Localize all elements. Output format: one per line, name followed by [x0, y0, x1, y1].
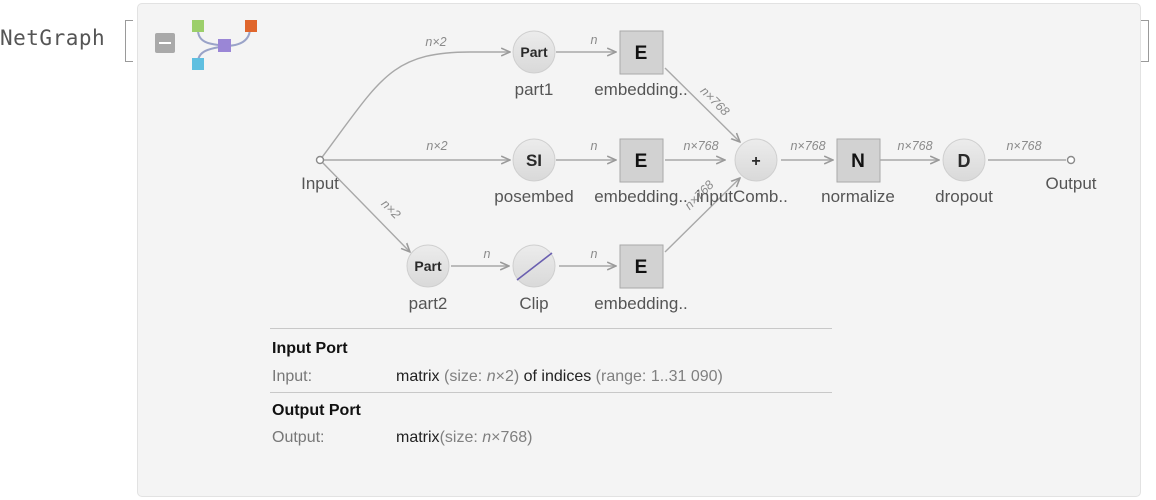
netgraph-diagram: n×2 n×2 n×2 n n n n n×768 n×768 n×768 n×… — [301, 30, 1097, 313]
edge-input-part2 — [321, 161, 410, 252]
clip-ramp-icon — [516, 252, 553, 281]
edge-label-dropout-output: n×768 — [1006, 139, 1041, 153]
node-normalize-label: normalize — [821, 187, 895, 206]
minus-square-icon[interactable] — [155, 33, 175, 53]
thumbnail-input-a-square — [192, 20, 204, 32]
thumbnail-hub-square — [218, 39, 231, 52]
output-port-size: (size: n×768) — [439, 429, 533, 446]
node-part1[interactable] — [512, 30, 556, 74]
node-part2[interactable] — [406, 244, 450, 288]
edge-label-normalize-dropout: n×768 — [897, 139, 932, 153]
input-port-size: (size: n×2) — [444, 368, 520, 385]
node-emb2[interactable] — [619, 138, 664, 183]
input-port-type: matrix — [396, 368, 440, 385]
edge-emb3-combine — [664, 178, 740, 253]
edge-label-posembed-emb2: n — [591, 139, 598, 153]
node-emb1[interactable] — [619, 30, 664, 75]
node-part1-label: part1 — [515, 80, 554, 99]
node-emb3-symbol: E — [635, 257, 648, 278]
node-combine-symbol: + — [751, 153, 760, 170]
input-port-title: Input Port — [272, 340, 348, 357]
open-bracket — [125, 20, 133, 62]
node-emb3[interactable] — [619, 244, 664, 289]
graph-thumbnail-icon[interactable] — [188, 18, 268, 74]
input-label: Input — [301, 174, 339, 193]
node-emb3-label: embedding.. — [594, 294, 688, 313]
edge-label-in-part1: n×2 — [425, 35, 446, 49]
edge-label-in-part2: n×2 — [378, 197, 403, 222]
node-emb2-symbol: E — [635, 151, 648, 172]
node-posembed-symbol: SI — [526, 151, 542, 170]
ports-divider-middle — [270, 392, 832, 393]
output-port-type: matrix — [396, 429, 440, 446]
node-combine-label: inputComb.. — [696, 187, 788, 206]
node-posembed-label: posembed — [494, 187, 573, 206]
output-port-title: Output Port — [272, 402, 361, 419]
node-clip-label: Clip — [519, 294, 548, 313]
edge-label-clip-emb3: n — [591, 247, 598, 261]
node-normalize[interactable] — [836, 138, 881, 183]
close-bracket — [1141, 20, 1149, 62]
edge-emb1-combine — [664, 67, 740, 142]
edge-input-part1 — [319, 52, 510, 161]
ports-divider-top — [270, 328, 832, 329]
output-port-row: Output: matrix(size: n×768) — [272, 429, 533, 447]
node-emb2-label: embedding.. — [594, 187, 688, 206]
edge-label-emb1-combine: n×768 — [697, 84, 732, 119]
input-port-name: Input: — [272, 368, 313, 385]
edge-label-part2-clip: n — [484, 247, 491, 261]
node-part1-symbol: Part — [520, 44, 548, 60]
output-label: Output — [1045, 174, 1096, 193]
node-normalize-symbol: N — [851, 151, 865, 172]
output-port-name: Output: — [272, 429, 325, 446]
node-emb1-label: embedding.. — [594, 80, 688, 99]
node-dropout-symbol: D — [958, 151, 971, 171]
edge-label-in-posembed: n×2 — [426, 139, 447, 153]
input-port-row: Input: matrix (size: n×2) of indices (ran… — [272, 368, 723, 386]
edge-label-emb2-combine: n×768 — [683, 139, 718, 153]
netgraph-function-name: NetGraph — [0, 26, 106, 50]
input-port-of: of indices — [523, 368, 592, 385]
thumbnail-output-square — [245, 20, 257, 32]
output-port-node[interactable] — [1066, 155, 1076, 165]
input-port-node[interactable] — [315, 155, 325, 165]
input-port-range: (range: 1..31 090) — [595, 368, 723, 385]
node-part2-symbol: Part — [414, 258, 442, 274]
edge-label-combine-normalize: n×768 — [790, 139, 825, 153]
node-part2-label: part2 — [409, 294, 448, 313]
thumbnail-input-b-square — [192, 58, 204, 70]
node-dropout[interactable] — [942, 138, 986, 182]
node-combine[interactable] — [734, 138, 778, 182]
edge-label-part1-emb1: n — [591, 33, 598, 47]
node-posembed[interactable] — [512, 138, 556, 182]
node-dropout-label: dropout — [935, 187, 993, 206]
node-emb1-symbol: E — [635, 43, 648, 64]
